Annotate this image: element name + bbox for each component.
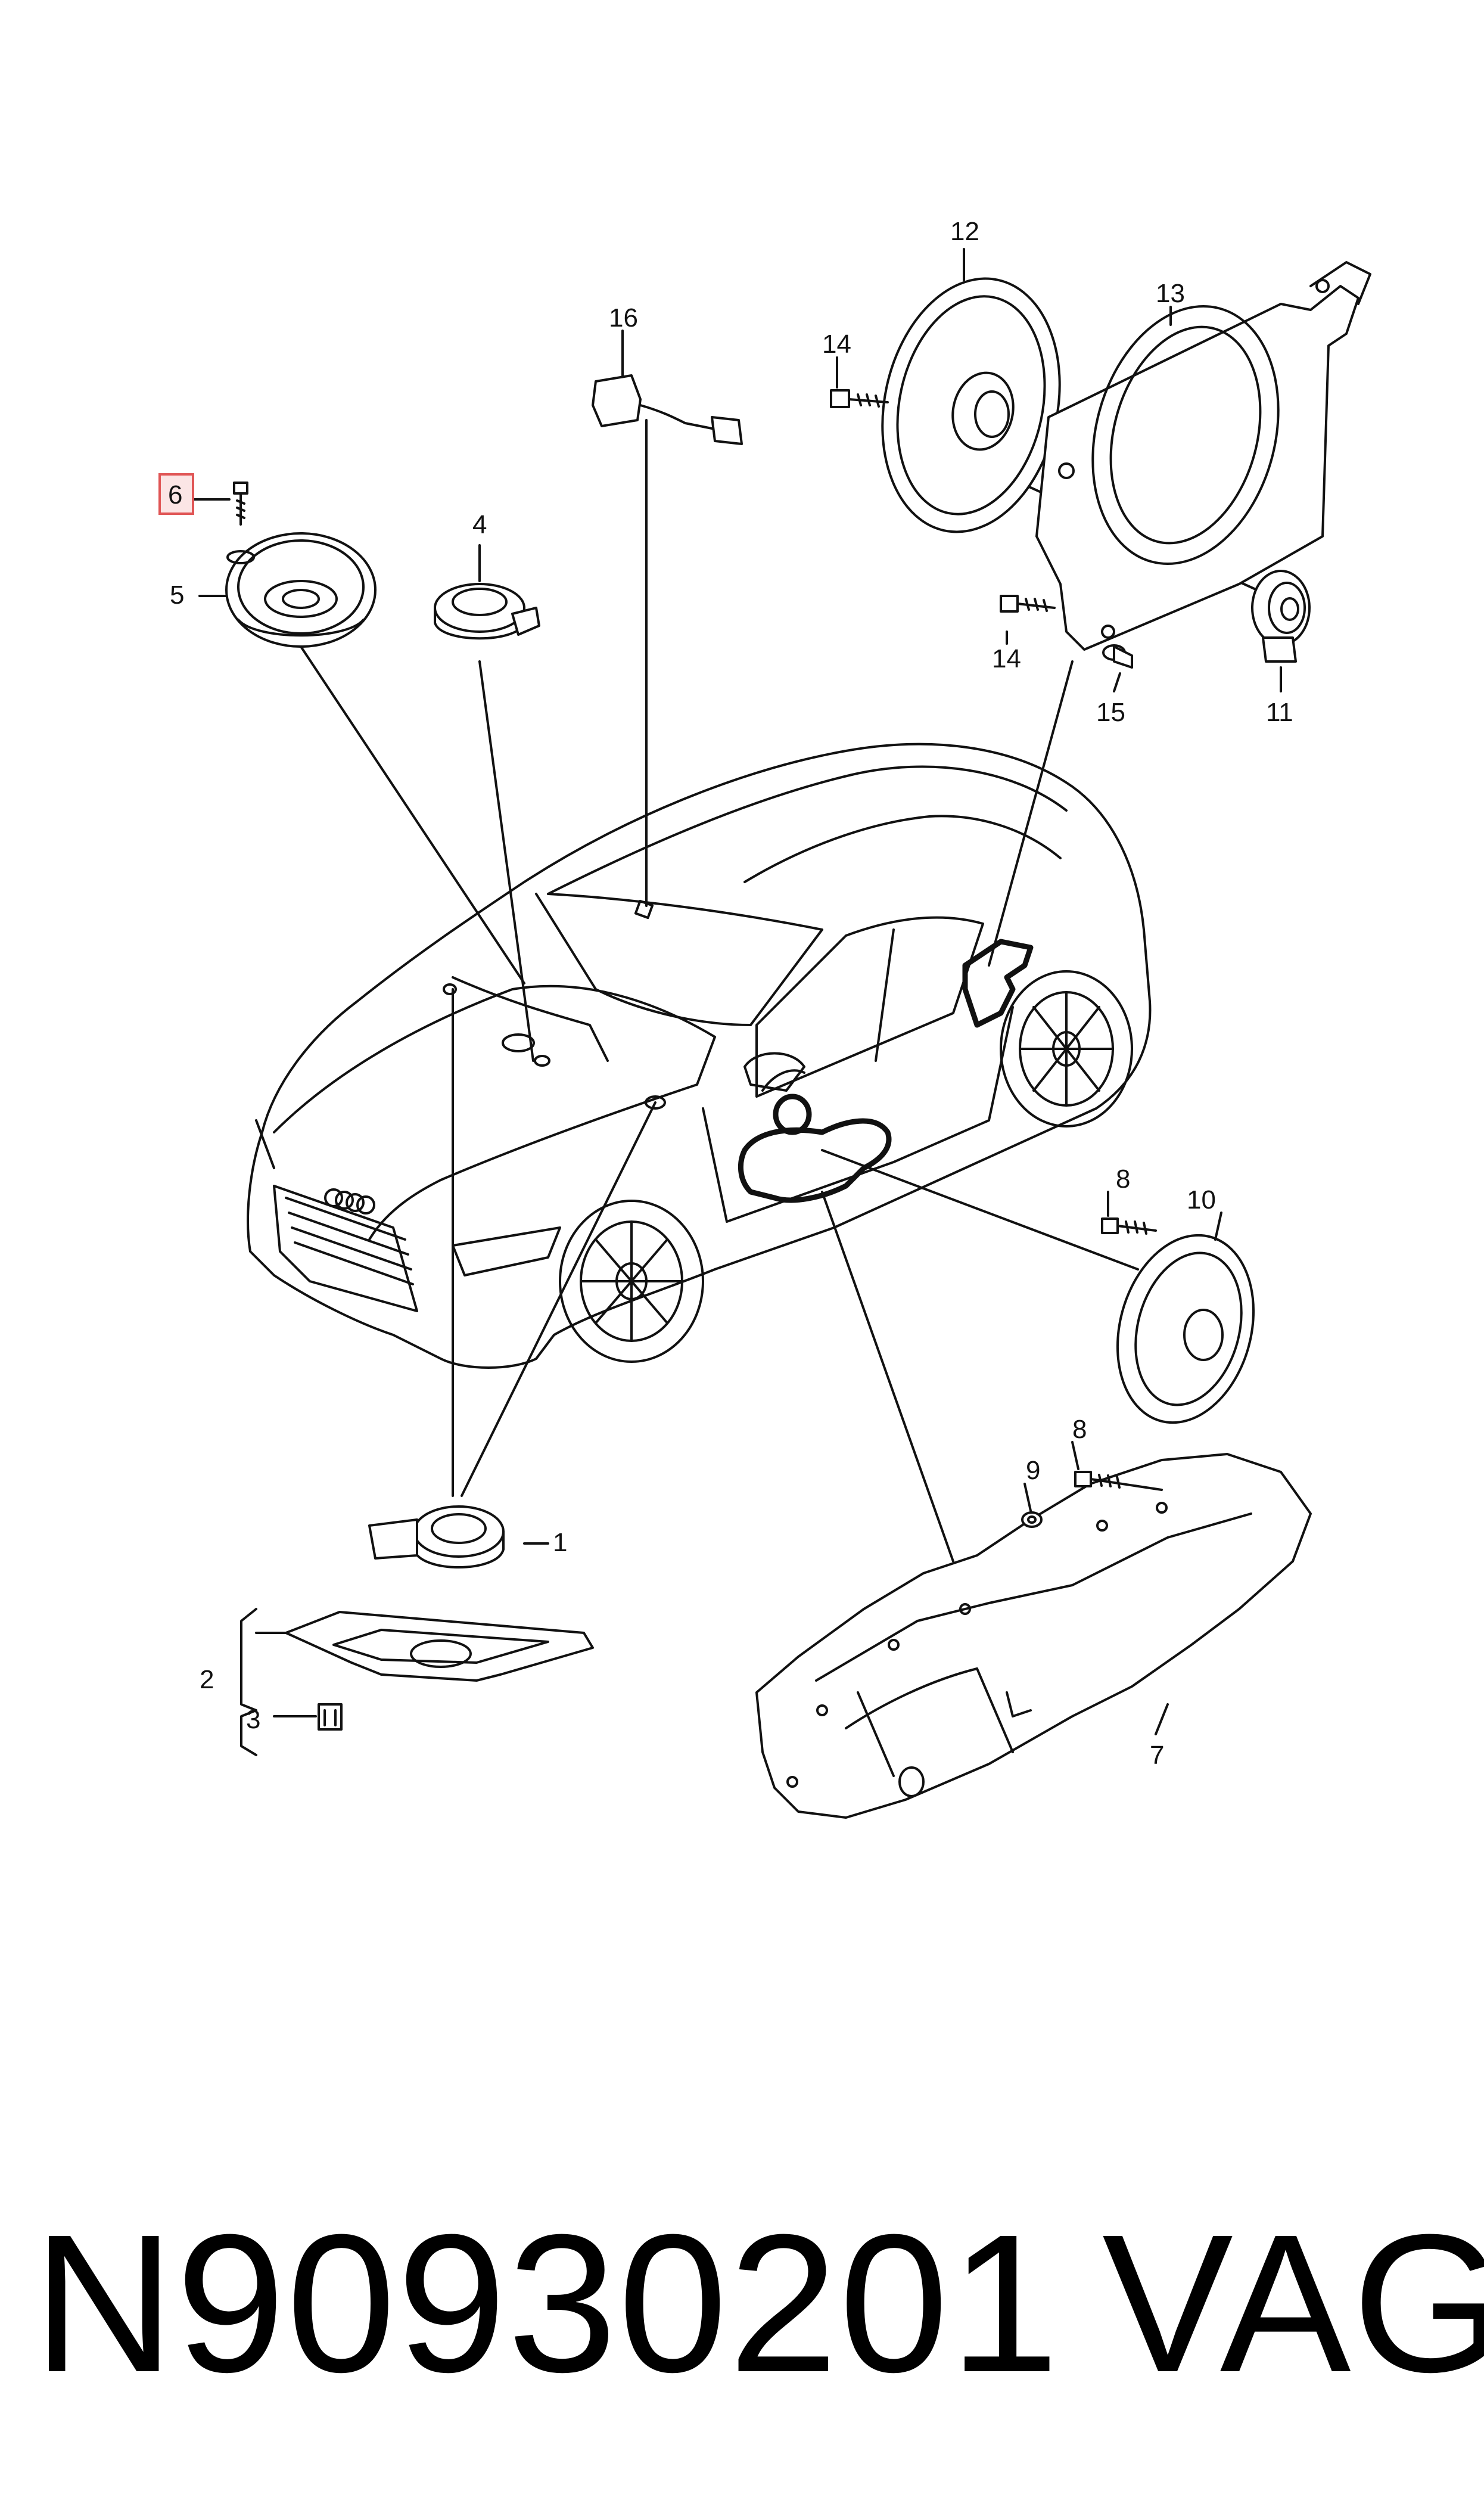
- part-2-tray: [285, 1611, 594, 1682]
- highlight-box: [158, 473, 194, 515]
- car-illustration: [247, 743, 1152, 1369]
- part-3-clip: [318, 1703, 343, 1731]
- callout-labels: 1 2 3 4 5 6 7 8 8 9 10 11 12 13 14 14 15…: [168, 217, 1293, 1770]
- callout-2: 2: [200, 1665, 214, 1694]
- callout-16: 16: [609, 303, 638, 333]
- callout-6: 6: [168, 480, 182, 510]
- callout-8b: 8: [1072, 1415, 1087, 1444]
- bracket-2-3: [240, 1608, 317, 1756]
- callout-15: 15: [1096, 698, 1125, 727]
- callout-14b: 14: [992, 644, 1021, 673]
- part-number: N90930201: [33, 2193, 1060, 2413]
- callout-14a: 14: [822, 330, 851, 359]
- callout-9: 9: [1026, 1456, 1040, 1485]
- callout-8a: 8: [1116, 1164, 1130, 1194]
- part-4-tweeter: [434, 583, 540, 640]
- part-8-screw-b: [1074, 1471, 1163, 1491]
- part-11-tweeter: [1251, 570, 1311, 663]
- part-15-pin: [1102, 644, 1133, 669]
- part-14-bolt-a: [830, 389, 889, 408]
- callout-3: 3: [246, 1705, 260, 1734]
- part-14-bolt-b: [1000, 595, 1056, 613]
- callout-4: 4: [472, 510, 487, 539]
- part-1-speaker: [368, 1505, 505, 1568]
- callout-13: 13: [1156, 279, 1185, 308]
- callout-10: 10: [1187, 1185, 1216, 1215]
- part-7-subwoofer-box: [755, 1453, 1312, 1819]
- part-8-screw-a: [1101, 1217, 1157, 1235]
- callout-11: 11: [1266, 698, 1293, 727]
- part-10-speaker: [1116, 1234, 1255, 1424]
- part-16-connector: [592, 374, 743, 445]
- part-9-nut: [1021, 1511, 1043, 1528]
- part-6-screw: [226, 482, 255, 564]
- callout-7: 7: [1150, 1741, 1164, 1770]
- brand-name: VAG: [1102, 2193, 1484, 2413]
- callout-1: 1: [553, 1528, 567, 1557]
- part-13-bracket: [1035, 261, 1371, 651]
- part-12-speaker: [881, 277, 1061, 533]
- part-5-speaker: [225, 532, 377, 648]
- callout-5: 5: [170, 580, 184, 610]
- callout-leaders: [191, 248, 1282, 1735]
- callout-12: 12: [950, 217, 979, 246]
